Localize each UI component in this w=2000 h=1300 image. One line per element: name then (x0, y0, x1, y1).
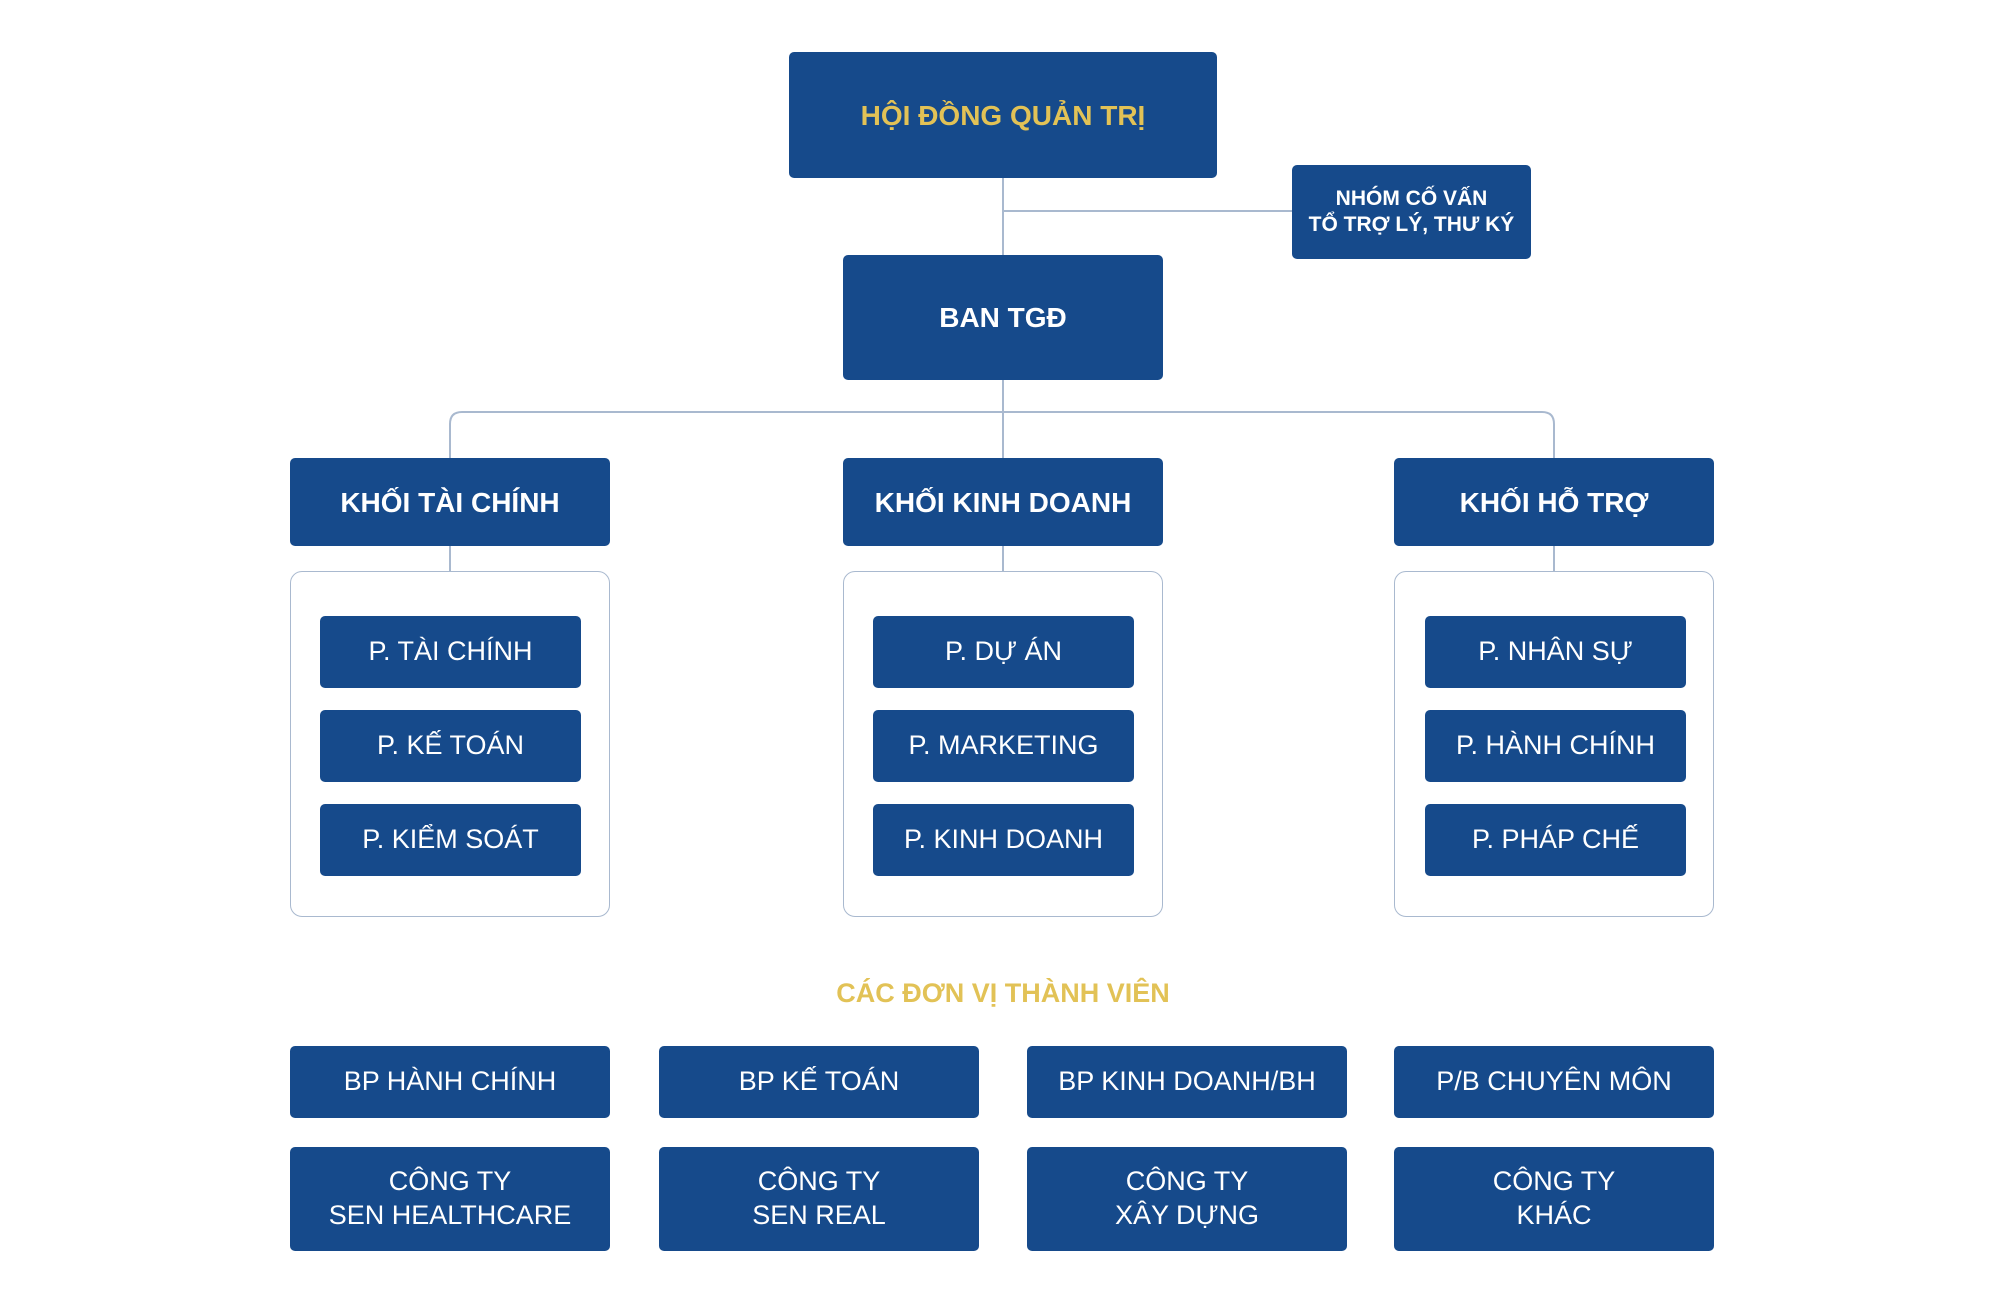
dept-admin: P. HÀNH CHÍNH (1425, 710, 1686, 782)
company-healthcare: CÔNG TY SEN HEALTHCARE (290, 1147, 610, 1251)
dept-marketing: P. MARKETING (873, 710, 1134, 782)
dept-hr: P. NHÂN SỰ (1425, 616, 1686, 688)
company-real-estate: CÔNG TY SEN REAL (659, 1147, 979, 1251)
member-units-title: CÁC ĐƠN VỊ THÀNH VIÊN (836, 978, 1170, 1008)
dept-projects: P. DỰ ÁN (873, 616, 1134, 688)
unit-accounting: BP KẾ TOÁN (659, 1046, 979, 1118)
executive-box: BAN TGĐ (843, 255, 1163, 380)
unit-sales: BP KINH DOANH/BH (1027, 1046, 1347, 1118)
dept-control: P. KIỂM SOÁT (320, 804, 581, 876)
block-business: KHỐI KINH DOANH (843, 458, 1163, 546)
unit-specialist: P/B CHUYÊN MÔN (1394, 1046, 1714, 1118)
block-support: KHỐI HỖ TRỢ (1394, 458, 1714, 546)
dept-sales: P. KINH DOANH (873, 804, 1134, 876)
dept-legal: P. PHÁP CHẾ (1425, 804, 1686, 876)
dept-finance: P. TÀI CHÍNH (320, 616, 581, 688)
company-construction: CÔNG TY XÂY DỰNG (1027, 1147, 1347, 1251)
advisors-box: NHÓM CỐ VẤN TỔ TRỢ LÝ, THƯ KÝ (1292, 165, 1531, 259)
block-finance: KHỐI TÀI CHÍNH (290, 458, 610, 546)
company-other: CÔNG TY KHÁC (1394, 1147, 1714, 1251)
unit-admin: BP HÀNH CHÍNH (290, 1046, 610, 1118)
dept-accounting: P. KẾ TOÁN (320, 710, 581, 782)
board-box: HỘI ĐỒNG QUẢN TRỊ (789, 52, 1217, 178)
